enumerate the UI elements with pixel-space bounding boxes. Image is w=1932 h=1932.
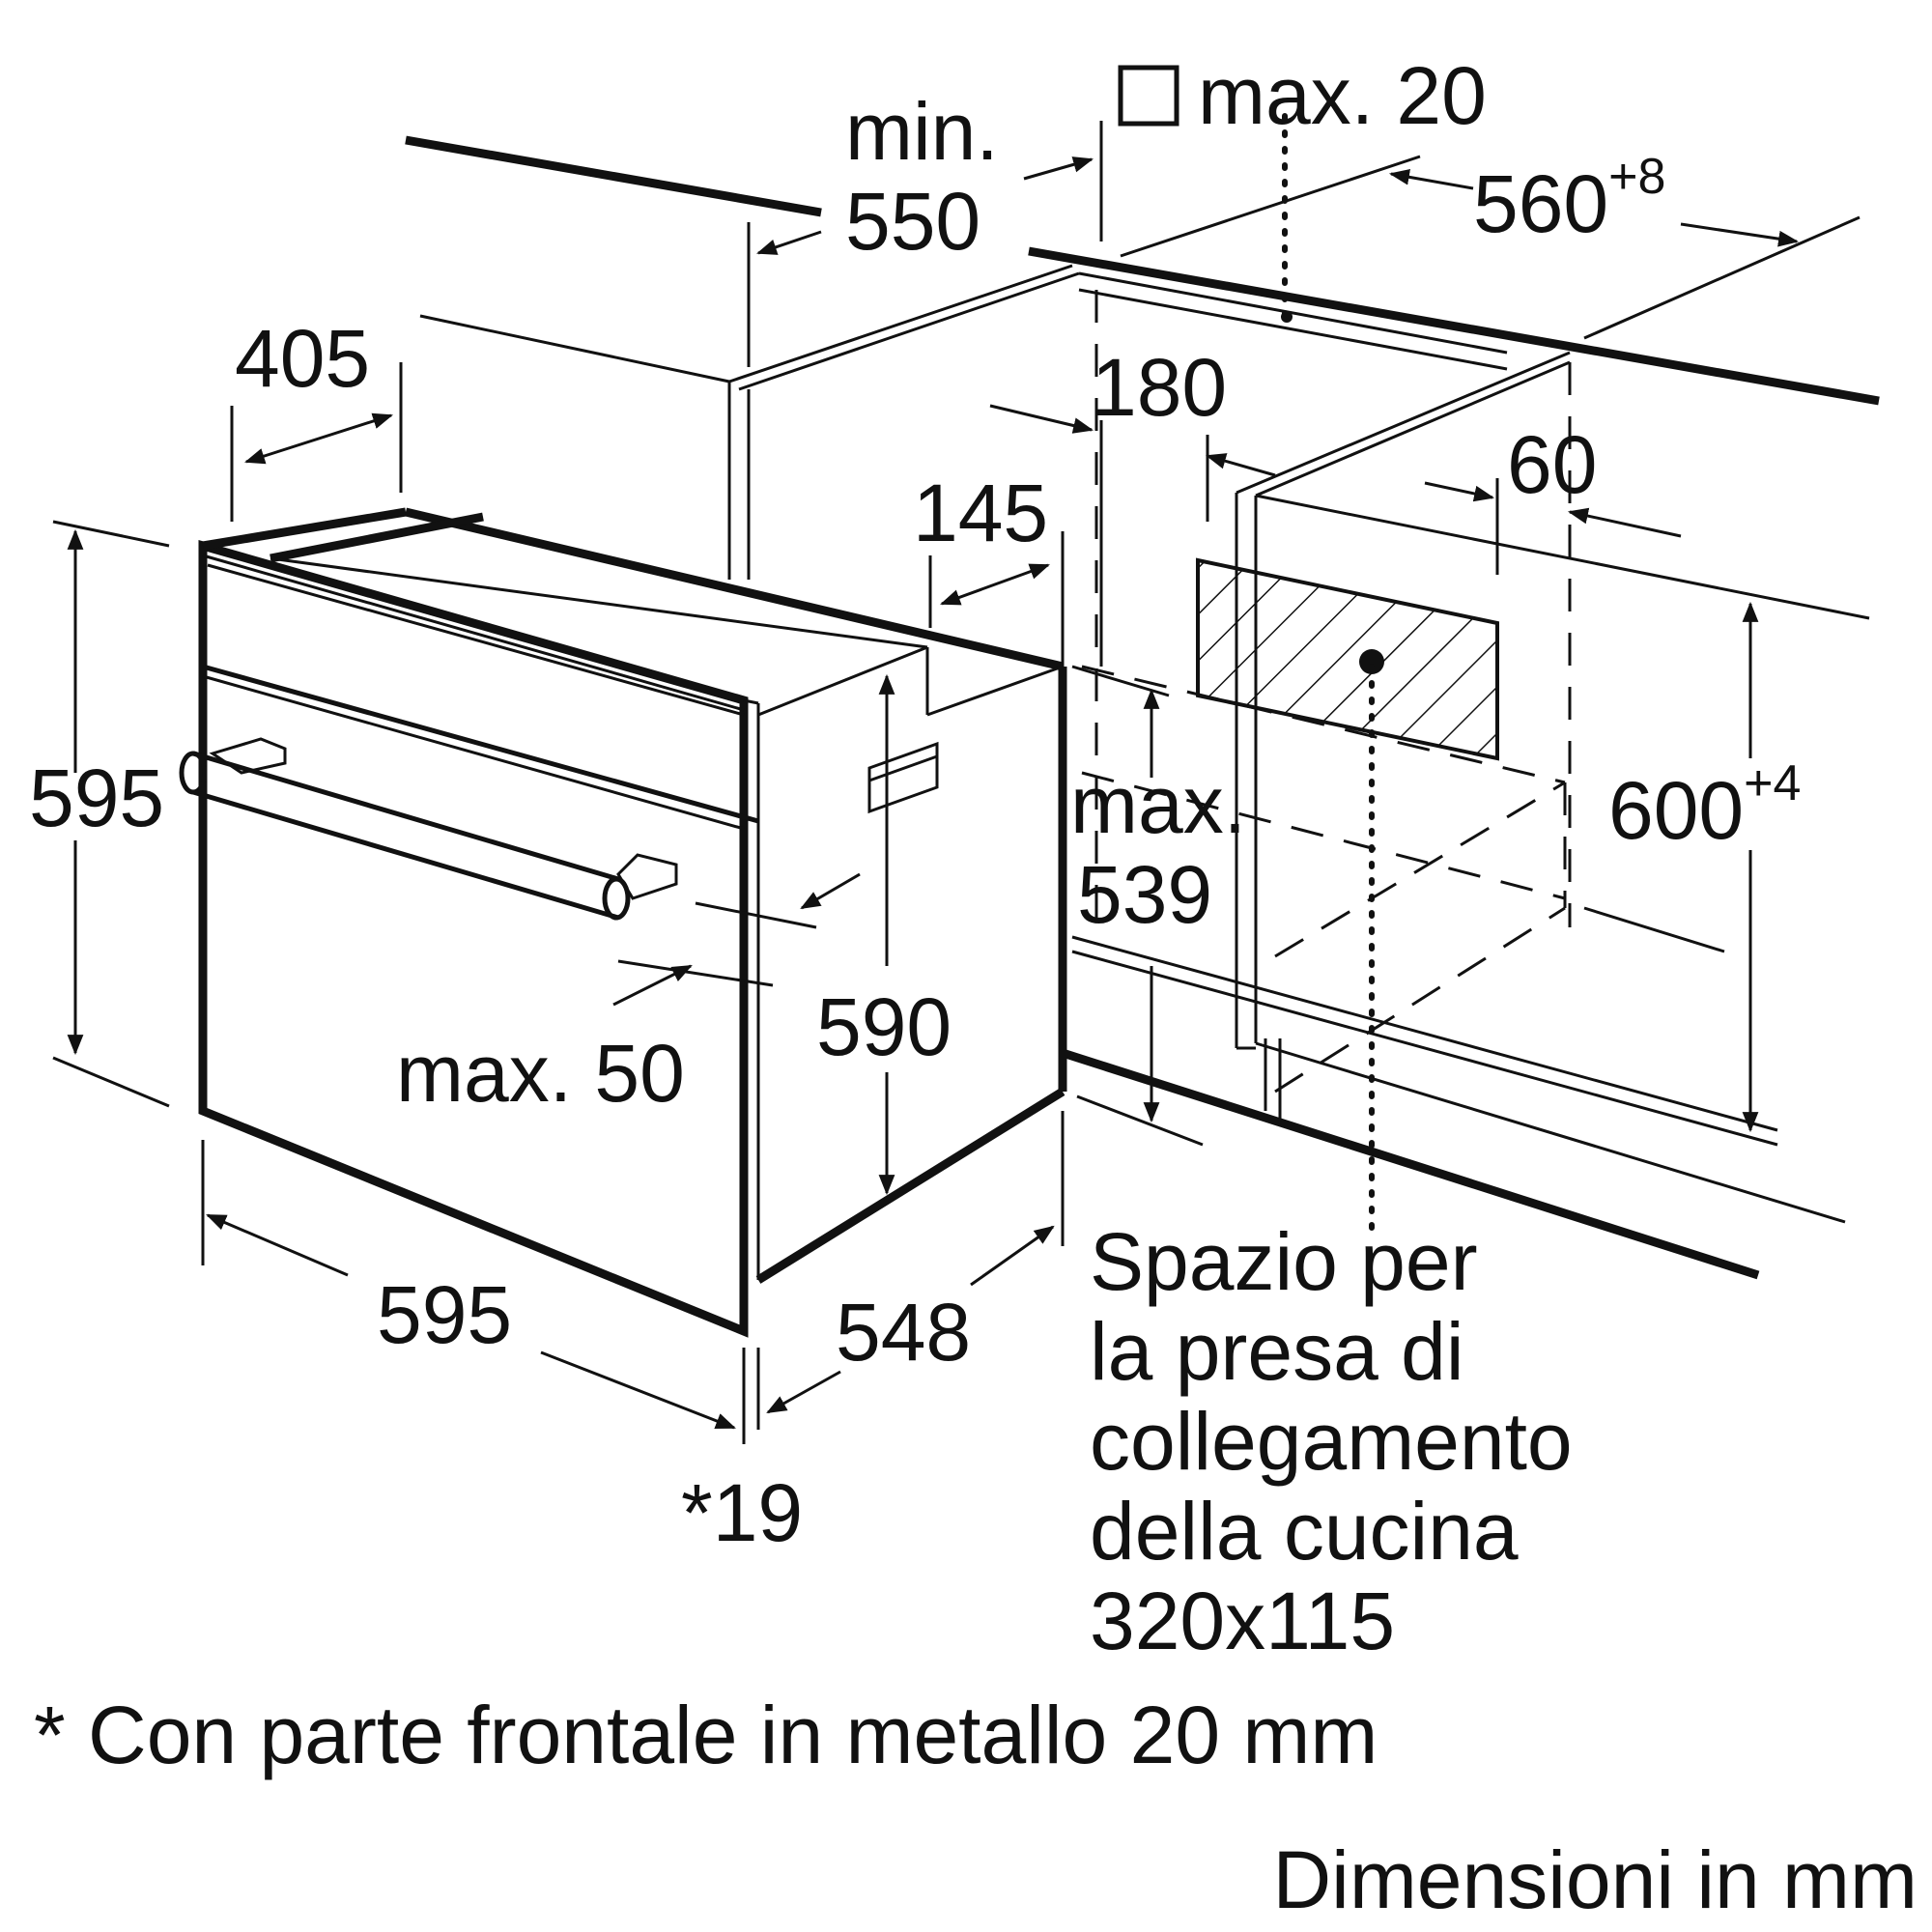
square-section-icon xyxy=(1118,65,1179,127)
label-star-19: *19 xyxy=(681,1467,803,1558)
socket-note-line: collegamento xyxy=(1090,1396,1573,1487)
oven-door-handle xyxy=(179,737,678,921)
units-note: Dimensioni in mm xyxy=(1273,1834,1918,1925)
label-548: 548 xyxy=(836,1287,971,1378)
dimension-labels: min. 550 max. 20 560+8 405 180 60 145 59… xyxy=(29,50,1801,1558)
label-max-50: max. 50 xyxy=(396,1028,685,1119)
label-square-max-20: max. 20 xyxy=(1198,50,1487,141)
socket-note-line: la presa di xyxy=(1090,1306,1464,1397)
cabinet-niche xyxy=(405,113,1880,1280)
socket-note-line: 320x115 xyxy=(1090,1576,1395,1666)
label-max: max. xyxy=(1070,759,1246,850)
label-595-width: 595 xyxy=(377,1269,512,1360)
socket-note: Spazio per la presa di collegamento dell… xyxy=(1090,1216,1573,1666)
label-min: min. xyxy=(845,86,999,177)
dimension-lines xyxy=(52,121,1800,1444)
label-min-550: 550 xyxy=(845,176,980,267)
socket-note-line: Spazio per xyxy=(1090,1216,1478,1307)
label-560: 560+8 xyxy=(1473,149,1665,249)
label-60: 60 xyxy=(1507,419,1597,510)
socket-note-line: della cucina xyxy=(1090,1486,1519,1577)
label-539: 539 xyxy=(1077,849,1212,940)
socket-center-dot xyxy=(1359,649,1384,674)
label-590: 590 xyxy=(816,981,952,1072)
oven-body xyxy=(179,507,1067,1338)
label-180: 180 xyxy=(1092,342,1227,433)
socket-area xyxy=(1196,557,1499,761)
label-405: 405 xyxy=(235,313,370,404)
label-600: 600+4 xyxy=(1608,755,1801,856)
footnote: * Con parte frontale in metallo 20 mm xyxy=(34,1690,1378,1780)
label-145: 145 xyxy=(913,468,1048,558)
label-595-height: 595 xyxy=(29,753,164,843)
